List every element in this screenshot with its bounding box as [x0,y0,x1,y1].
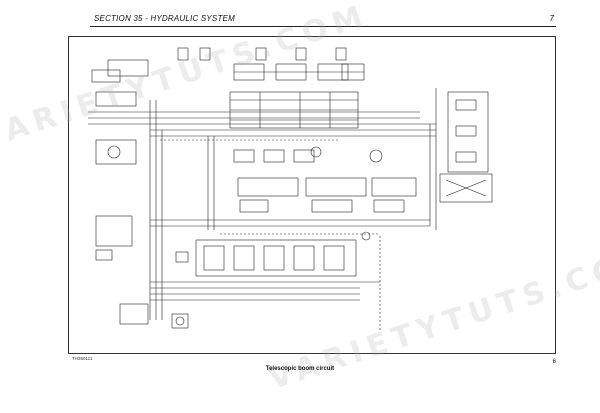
section-title: SECTION 35 - HYDRAULIC SYSTEM [94,14,235,23]
cylinder-group-top [177,47,347,61]
figure-code: TH350111 [72,356,93,361]
diagram-frame [68,36,556,354]
page-number: 7 [549,14,554,23]
figure-number: 6 [552,359,556,365]
page-header: SECTION 35 - HYDRAULIC SYSTEM 7 [90,14,556,27]
figure-caption: Telescopic boom circuit [265,366,335,372]
